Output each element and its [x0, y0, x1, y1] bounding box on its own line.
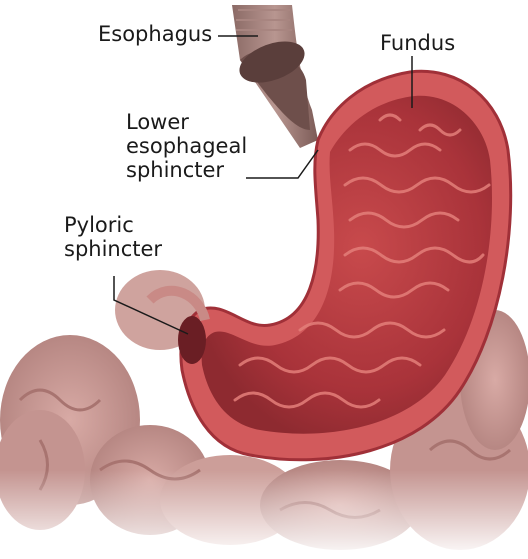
label-esophagus: Esophagus — [98, 22, 212, 46]
label-pyloric-sphincter: Pyloric sphincter — [64, 213, 162, 261]
pylorus-opening — [178, 316, 206, 364]
label-fundus: Fundus — [380, 31, 455, 55]
label-lower-esophageal-sphincter: Lower esophageal sphincter — [126, 110, 247, 182]
